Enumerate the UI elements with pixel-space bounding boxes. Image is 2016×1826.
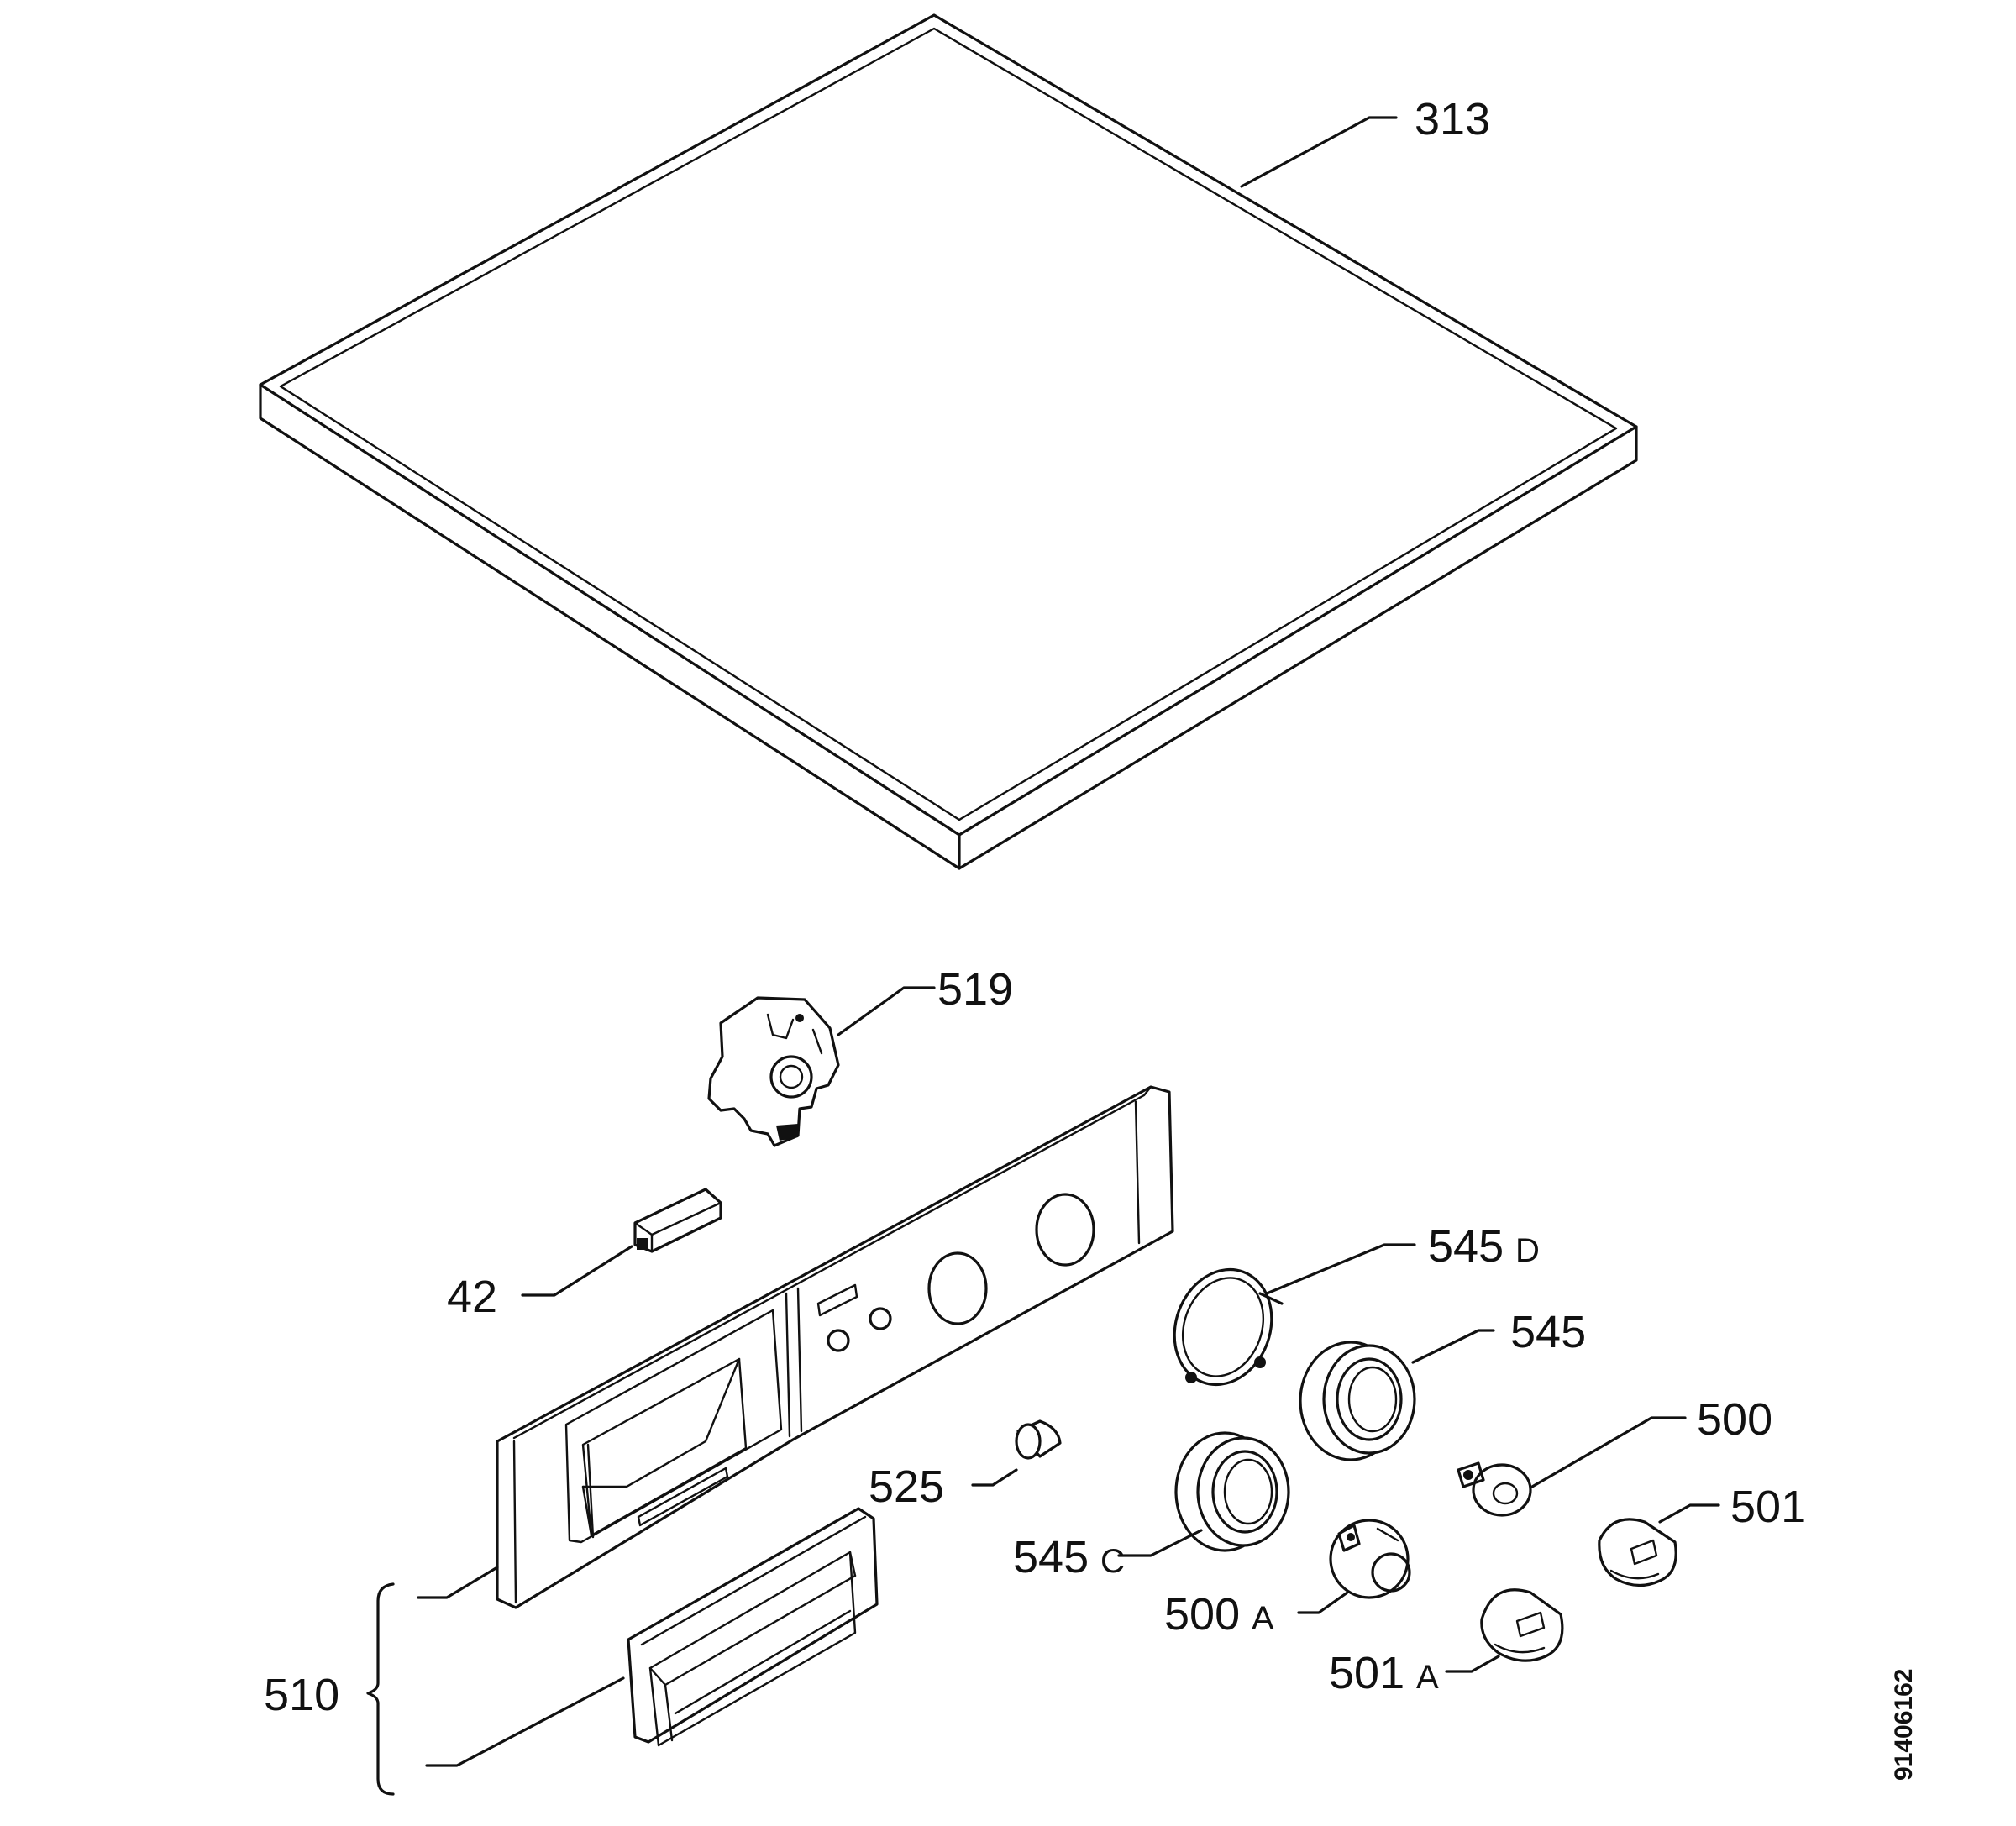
part-500-knob-insert [1457,1461,1532,1517]
control-panel-fascia [496,1085,1174,1609]
part-519-bracket [707,996,840,1147]
label-545: 545 [1510,1307,1586,1357]
label-501: 501 [1730,1482,1806,1532]
part-525-lamp [1015,1419,1062,1460]
label-519: 519 [937,964,1013,1015]
label-545d-suffix: D [1515,1232,1540,1269]
part-545c-knob-ring [1174,1431,1290,1552]
leader-500 [1530,1416,1687,1488]
part-42-clip [633,1188,722,1253]
label-501a-num: 501 [1329,1648,1404,1698]
bracket-510 [366,1582,395,1796]
leader-500a [1297,1591,1349,1614]
leader-42 [521,1245,633,1297]
part-500a-knob-insert [1329,1519,1411,1599]
leader-545c [1117,1529,1203,1557]
label-313: 313 [1415,94,1490,144]
label-501a-suffix: A [1416,1659,1439,1696]
leader-510-upper [417,1566,499,1599]
label-545d-num: 545 [1428,1221,1504,1272]
label-525: 525 [869,1461,944,1512]
part-510-drawer-front [627,1507,879,1747]
part-313-top-cover [259,13,1638,870]
leader-510-lower [425,1676,625,1767]
leader-519 [837,986,936,1036]
label-42: 42 [447,1272,497,1322]
leader-501a [1445,1655,1500,1673]
part-501-knob [1598,1518,1677,1587]
label-510: 510 [264,1670,339,1720]
label-500: 500 [1697,1394,1772,1445]
part-545d-ring [1173,1267,1284,1387]
leader-545 [1411,1329,1495,1364]
part-545-knob-ring [1299,1341,1416,1461]
leader-545d [1265,1243,1416,1295]
label-500a-suffix: A [1252,1600,1274,1637]
label-545c-suffix: C [1100,1543,1125,1580]
leader-313 [1240,116,1398,188]
label-500a-num: 500 [1164,1589,1240,1640]
label-545c-num: 545 [1013,1532,1089,1582]
leader-501 [1658,1503,1720,1524]
leader-525 [971,1468,1018,1487]
part-501a-knob [1480,1588,1564,1662]
document-id: 91406162 [1890,1669,1918,1781]
